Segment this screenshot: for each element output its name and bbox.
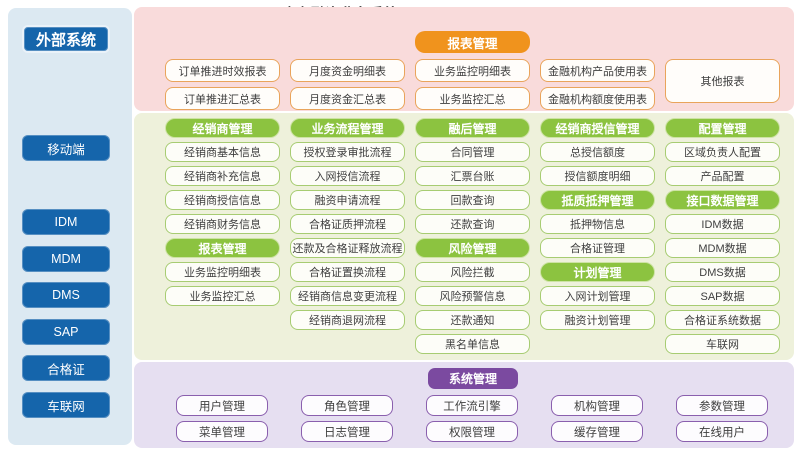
module-group-header: 报表管理 (165, 238, 280, 258)
report-item: 业务监控明细表 (415, 59, 530, 82)
module-item: 合格证质押流程 (290, 214, 405, 234)
module-item: 抵押物信息 (540, 214, 655, 234)
system-item: 在线用户 (676, 421, 768, 442)
module-column-postloan: 融后管理 合同管理 汇票台账 回款查询 还款查询 风险管理 风险拦截 风险预警信… (415, 118, 530, 354)
system-item: 菜单管理 (176, 421, 268, 442)
module-item: 入网计划管理 (540, 286, 655, 306)
module-group-header: 抵质抵押管理 (540, 190, 655, 210)
module-item: 黑名单信息 (415, 334, 530, 354)
system-item: 日志管理 (301, 421, 393, 442)
system-item: 参数管理 (676, 395, 768, 416)
module-group-header: 经销商授信管理 (540, 118, 655, 138)
module-item: 入网授信流程 (290, 166, 405, 186)
module-item: 区域负责人配置 (665, 142, 780, 162)
sidebar-item-certificate: 合格证 (22, 355, 110, 381)
module-item: 合同管理 (415, 142, 530, 162)
system-item: 工作流引擎 (426, 395, 518, 416)
sidebar-item-dms: DMS (22, 282, 110, 308)
module-item: 车联网 (665, 334, 780, 354)
module-item: 经销商财务信息 (165, 214, 280, 234)
module-item: 还款通知 (415, 310, 530, 330)
report-item-other: 其他报表 (665, 59, 780, 103)
sidebar-item-mdm: MDM (22, 246, 110, 272)
module-item: 合格证系统数据 (665, 310, 780, 330)
modules-section: 经销商管理 经销商基本信息 经销商补充信息 经销商授信信息 经销商财务信息 报表… (134, 113, 794, 360)
report-item: 金融机构额度使用表 (540, 87, 655, 110)
report-item: 订单推进时效报表 (165, 59, 280, 82)
module-item: 融资申请流程 (290, 190, 405, 210)
report-item: 业务监控汇总 (415, 87, 530, 110)
module-column-workflow: 业务流程管理 授权登录审批流程 入网授信流程 融资申请流程 合格证质押流程 还款… (290, 118, 405, 330)
module-item: 授信额度明细 (540, 166, 655, 186)
module-column-dealer: 经销商管理 经销商基本信息 经销商补充信息 经销商授信信息 经销商财务信息 报表… (165, 118, 280, 306)
external-systems-panel: 外部系统 移动端 IDM MDM DMS SAP 合格证 车联网 (8, 8, 132, 445)
module-item: 经销商信息变更流程 (290, 286, 405, 306)
module-item: MDM数据 (665, 238, 780, 258)
sidebar-item-mobile: 移动端 (22, 135, 110, 161)
module-item: SAP数据 (665, 286, 780, 306)
report-item: 月度资金明细表 (290, 59, 405, 82)
module-item: 回款查询 (415, 190, 530, 210)
module-group-header: 业务流程管理 (290, 118, 405, 138)
report-item: 月度资金汇总表 (290, 87, 405, 110)
sidebar-item-idm: IDM (22, 209, 110, 235)
module-column-credit: 经销商授信管理 总授信额度 授信额度明细 抵质抵押管理 抵押物信息 合格证管理 … (540, 118, 655, 330)
module-item: 经销商授信信息 (165, 190, 280, 210)
module-item: DMS数据 (665, 262, 780, 282)
system-item: 权限管理 (426, 421, 518, 442)
module-group-header: 配置管理 (665, 118, 780, 138)
module-item: 还款查询 (415, 214, 530, 234)
sidebar-item-iov: 车联网 (22, 392, 110, 418)
module-item: 经销商补充信息 (165, 166, 280, 186)
report-section: 报表管理 订单推进时效报表 月度资金明细表 业务监控明细表 金融机构产品使用表 … (134, 7, 794, 111)
module-item: 合格证置换流程 (290, 262, 405, 282)
module-item: 还款及合格证释放流程 (290, 238, 405, 258)
system-section: 系统管理 用户管理 角色管理 工作流引擎 机构管理 参数管理 菜单管理 日志管理… (134, 362, 794, 448)
external-systems-header: 外部系统 (22, 25, 110, 53)
module-item: 汇票台账 (415, 166, 530, 186)
module-item: 合格证管理 (540, 238, 655, 258)
module-item: 融资计划管理 (540, 310, 655, 330)
module-item: IDM数据 (665, 214, 780, 234)
module-item: 经销商退网流程 (290, 310, 405, 330)
module-group-header: 接口数据管理 (665, 190, 780, 210)
module-group-header: 经销商管理 (165, 118, 280, 138)
report-management-header: 报表管理 (415, 31, 530, 53)
sidebar-item-sap: SAP (22, 319, 110, 345)
system-item: 用户管理 (176, 395, 268, 416)
module-item: 风险预警信息 (415, 286, 530, 306)
module-item: 风险拦截 (415, 262, 530, 282)
system-management-header: 系统管理 (428, 368, 518, 389)
system-item: 角色管理 (301, 395, 393, 416)
module-item: 经销商基本信息 (165, 142, 280, 162)
module-item: 业务监控汇总 (165, 286, 280, 306)
module-group-header: 计划管理 (540, 262, 655, 282)
module-column-config: 配置管理 区域负责人配置 产品配置 接口数据管理 IDM数据 MDM数据 DMS… (665, 118, 780, 354)
module-item: 总授信额度 (540, 142, 655, 162)
system-item: 机构管理 (551, 395, 643, 416)
module-group-header: 风险管理 (415, 238, 530, 258)
module-group-header: 融后管理 (415, 118, 530, 138)
module-item: 业务监控明细表 (165, 262, 280, 282)
module-item: 产品配置 (665, 166, 780, 186)
system-item: 缓存管理 (551, 421, 643, 442)
report-item: 订单推进汇总表 (165, 87, 280, 110)
report-item: 金融机构产品使用表 (540, 59, 655, 82)
module-item: 授权登录审批流程 (290, 142, 405, 162)
